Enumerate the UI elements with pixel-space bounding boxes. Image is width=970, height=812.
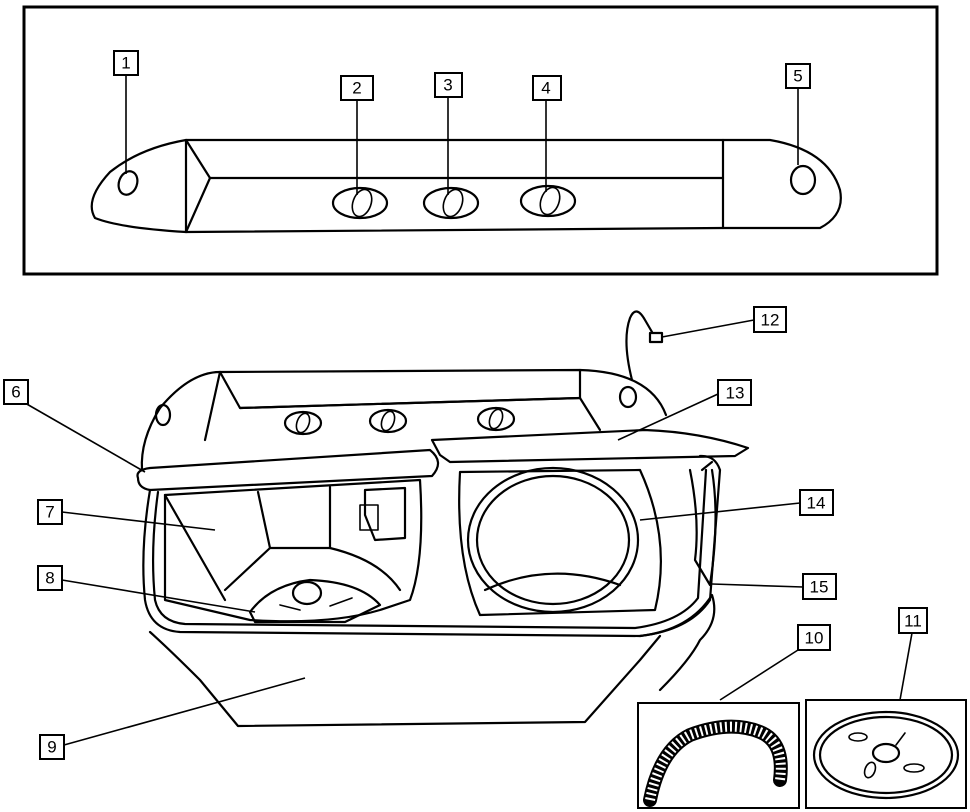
power-plug [648, 331, 664, 344]
pulsator [248, 578, 382, 624]
label-7: 7 [45, 503, 54, 522]
label-box-12 [753, 306, 787, 333]
wash-tub [163, 478, 423, 623]
label-14: 14 [807, 494, 826, 513]
label-12: 12 [761, 311, 780, 330]
control-panel-body [90, 138, 842, 234]
label-6: 6 [11, 383, 20, 402]
label-1: 1 [121, 54, 130, 73]
label-2: 2 [352, 79, 361, 98]
label-box-2 [340, 75, 374, 101]
label-box-5 [785, 63, 811, 89]
indicator-lamp-5 [789, 164, 817, 196]
machine-body [148, 630, 662, 728]
drain-hose-detail [637, 702, 800, 809]
side-hose [688, 468, 717, 587]
label-box-11 [898, 607, 928, 634]
label-box-1 [113, 50, 139, 76]
label-15: 15 [810, 578, 829, 597]
label-box-13 [717, 379, 752, 406]
label-10: 10 [805, 629, 824, 648]
spin-basket [466, 466, 640, 614]
callouts: 1 2 3 4 5 6 7 8 9 10 [3, 50, 928, 760]
label-box-6 [3, 379, 29, 405]
indicator-lamp-1 [117, 170, 139, 196]
label-13: 13 [726, 384, 745, 403]
label-box-8 [37, 565, 63, 591]
label-box-15 [802, 573, 837, 600]
spin-cap-detail [805, 699, 967, 809]
control-panel-frame [22, 5, 939, 276]
label-3: 3 [443, 76, 452, 95]
control-panel-detail [22, 5, 939, 276]
label-box-4 [532, 75, 562, 101]
timer-knob-4 [519, 184, 577, 218]
wash-tub-lid [136, 448, 440, 492]
label-box-14 [799, 489, 834, 516]
label-8: 8 [45, 569, 54, 588]
label-5: 5 [793, 67, 802, 86]
main-lamp-left [154, 403, 172, 427]
label-box-7 [37, 499, 63, 525]
label-box-10 [797, 624, 831, 651]
spin-tub-lid [430, 428, 750, 464]
spin-tub-rim [458, 468, 662, 617]
label-box-9 [39, 734, 65, 760]
timer-knob-2 [331, 186, 389, 220]
power-cord [625, 310, 654, 382]
label-9: 9 [47, 738, 56, 757]
main-lamp-right [618, 385, 638, 409]
washing-machine [136, 310, 750, 728]
label-box-3 [434, 72, 463, 98]
label-11: 11 [904, 612, 922, 631]
label-4: 4 [541, 79, 550, 98]
selector-knob-3 [422, 186, 480, 220]
